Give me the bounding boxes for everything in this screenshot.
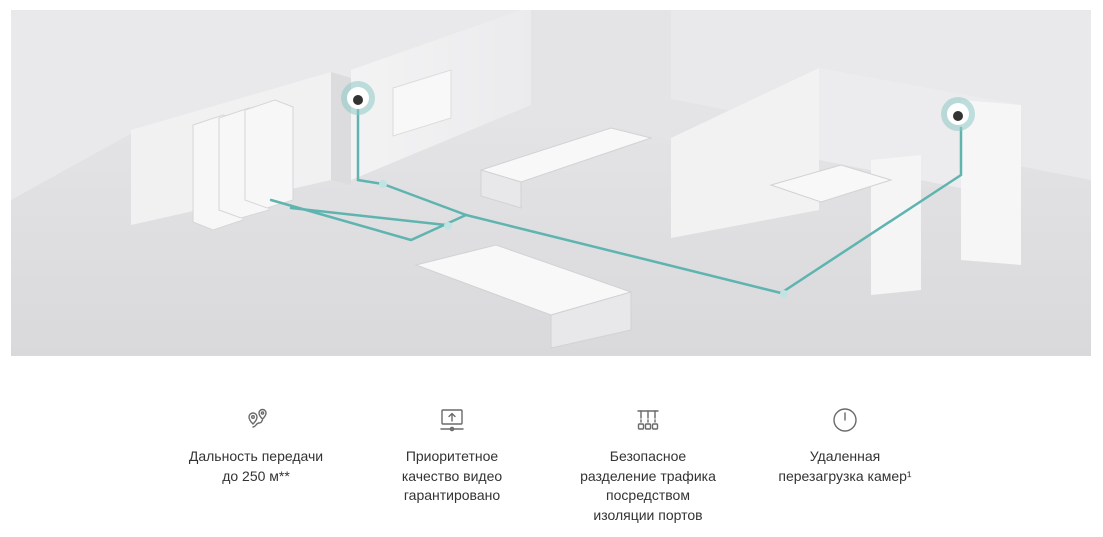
- meeting-room-wall: [671, 68, 819, 238]
- feature-label: Приоритетное качество видео гарантирован…: [401, 448, 503, 503]
- location-pins-icon: [241, 405, 271, 435]
- network-cabling: [269, 108, 963, 295]
- desk-cluster-bottom: [414, 244, 633, 349]
- power-button-icon: [830, 405, 860, 435]
- dome-camera-right: [941, 97, 975, 131]
- feature-transmission-range: Дальность передачи до 250 м**: [166, 400, 346, 486]
- feature-label: Безопасное разделение трафика посредство…: [580, 448, 716, 523]
- meeting-table: [769, 164, 893, 203]
- priority-monitor-icon: [437, 405, 467, 435]
- dome-camera-left: [341, 81, 375, 115]
- feature-label: Дальность передачи до 250 м**: [188, 448, 324, 484]
- feature-remote-reboot: Удаленная перезагрузка камер¹: [755, 400, 935, 486]
- feature-port-isolation: Безопасное разделение трафика посредство…: [558, 400, 738, 525]
- feature-label: Удаленная перезагрузка камер¹: [778, 448, 912, 484]
- features-row: Дальность передачи до 250 м** Приоритетн…: [0, 400, 1103, 530]
- feature-priority-video: Приоритетное качество видео гарантирован…: [362, 400, 542, 506]
- office-scene-svg: [11, 10, 1091, 356]
- desk-cluster-top: [479, 127, 653, 209]
- port-isolation-icon: [633, 405, 663, 435]
- office-network-illustration: [11, 10, 1091, 356]
- server-racks: [192, 99, 294, 231]
- whiteboard: [392, 69, 452, 137]
